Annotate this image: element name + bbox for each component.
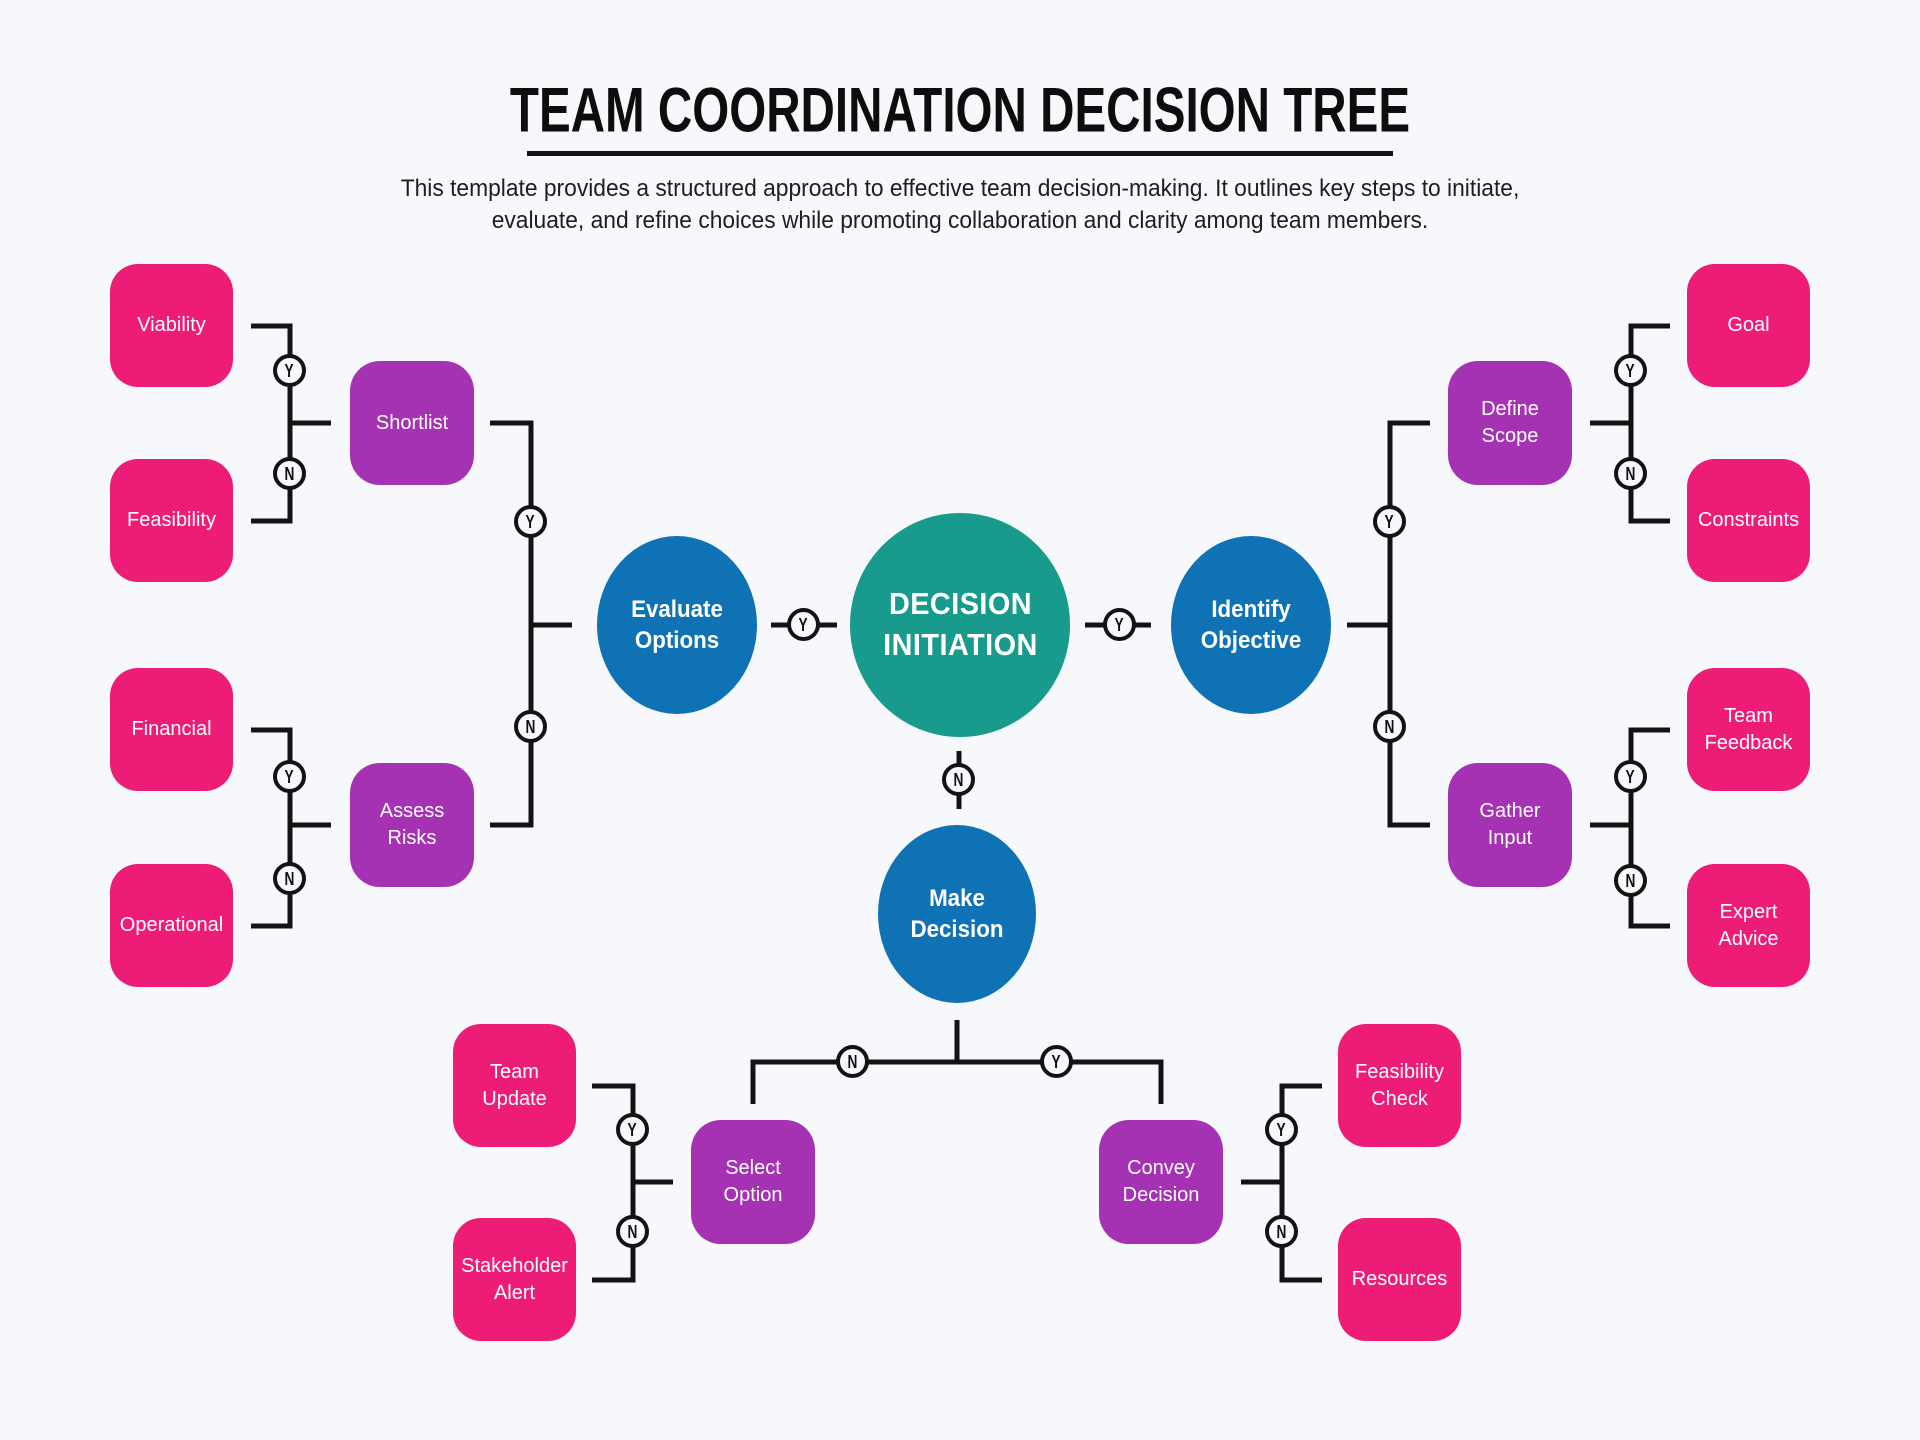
node-make-decision: Make Decision [878, 825, 1036, 1003]
node-shortlist: Shortlist [350, 361, 474, 485]
node-identify-objective: Identify Objective [1171, 536, 1331, 714]
edge-feasibilitycheck-resources [1279, 1083, 1322, 1283]
page-title: TEAM COORDINATION DECISION TREE [509, 75, 1411, 146]
node-assess-risks-label: Assess Risks [379, 800, 445, 849]
connector-make-select-option-no: N [836, 1045, 869, 1078]
connector-gather-expert-advice-no: N [1614, 864, 1647, 897]
subtitle-line-1: This template provides a structured appr… [400, 175, 1520, 202]
connector-identify-gather-input-no: N [1373, 710, 1406, 743]
connector-convey-feasibility-check-yes: Y [1265, 1113, 1298, 1146]
node-financial: Financial [110, 668, 233, 791]
connector-shortlist-feasibility-no: N [273, 457, 306, 490]
node-gather-input-label: Gather Input [1479, 800, 1541, 849]
node-decision-initiation: DECISION INITIATION [850, 513, 1070, 737]
connector-make-convey-decision-yes: Y [1040, 1045, 1073, 1078]
connector-identify-define-scope-yes: Y [1373, 505, 1406, 538]
node-make-decision-label: Make Decision [910, 884, 1004, 943]
node-feasibility-check-label: Feasibility Check [1355, 1060, 1444, 1110]
node-goal: Goal [1687, 264, 1810, 387]
connector-assess-financial-yes: Y [273, 760, 306, 793]
node-viability-label: Viability [137, 314, 206, 336]
node-evaluate-options: Evaluate Options [597, 536, 757, 714]
title-underline [527, 151, 1393, 156]
connector-define-constraints-no: N [1614, 457, 1647, 490]
connector-define-goal-yes: Y [1614, 354, 1647, 387]
connector-select-team-update-yes: Y [616, 1113, 649, 1146]
node-shortlist-label: Shortlist [375, 411, 449, 434]
node-team-feedback: Team Feedback [1687, 668, 1810, 791]
connector-evaluate-shortlist-yes: Y [514, 505, 547, 538]
subtitle-line-2: evaluate, and refine choices while promo… [491, 207, 1429, 235]
edge-bottom-branch [750, 1059, 1164, 1104]
node-team-update-label: Team Update [482, 1060, 547, 1110]
connector-gather-team-feedback-yes: Y [1614, 760, 1647, 793]
node-define-scope-label: Define Scope [1481, 398, 1539, 447]
node-feasibility: Feasibility [110, 459, 233, 582]
node-financial-label: Financial [131, 718, 212, 740]
connector-initiation-identify-yes: Y [1103, 608, 1136, 641]
edge-goal-constraints [1628, 323, 1670, 524]
node-stakeholder-alert: Stakeholder Alert [453, 1218, 576, 1341]
node-stakeholder-alert-label: Stakeholder Alert [461, 1254, 568, 1304]
node-resources-label: Resources [1351, 1268, 1448, 1290]
node-expert-advice: Expert Advice [1687, 864, 1810, 987]
edge-teamfeedback-expertadvice [1628, 727, 1670, 929]
node-assess-risks: Assess Risks [350, 763, 474, 887]
node-expert-advice-label: Expert Advice [1718, 900, 1779, 950]
node-convey-decision-label: Convey Decision [1122, 1157, 1200, 1206]
header: TEAM COORDINATION DECISION TREE This tem… [0, 75, 1920, 237]
node-select-option-label: Select Option [723, 1157, 783, 1206]
node-resources: Resources [1338, 1218, 1461, 1341]
node-evaluate-options-label: Evaluate Options [631, 595, 723, 654]
node-decision-initiation-label: DECISION INITIATION [882, 586, 1038, 662]
node-operational: Operational [110, 864, 233, 987]
connector-convey-resources-no: N [1265, 1215, 1298, 1248]
edge-financial-operational [251, 727, 293, 929]
connector-assess-operational-no: N [273, 862, 306, 895]
connector-initiation-make-decision-no: N [942, 763, 975, 796]
node-constraints: Constraints [1687, 459, 1810, 582]
node-define-scope: Define Scope [1448, 361, 1572, 485]
node-convey-decision: Convey Decision [1099, 1120, 1223, 1244]
node-goal-label: Goal [1727, 314, 1770, 336]
connector-shortlist-viability-yes: Y [273, 354, 306, 387]
connector-select-stakeholder-alert-no: N [616, 1215, 649, 1248]
node-constraints-label: Constraints [1697, 509, 1800, 531]
connector-initiation-evaluate-yes: Y [787, 608, 820, 641]
node-viability: Viability [110, 264, 233, 387]
node-identify-objective-label: Identify Objective [1200, 595, 1302, 654]
node-team-update: Team Update [453, 1024, 576, 1147]
node-team-feedback-label: Team Feedback [1704, 704, 1793, 754]
node-select-option: Select Option [691, 1120, 815, 1244]
node-feasibility-check: Feasibility Check [1338, 1024, 1461, 1147]
connector-evaluate-assess-risks-no: N [514, 710, 547, 743]
node-feasibility-label: Feasibility [127, 509, 216, 531]
edge-shortlist-assess-risks [490, 420, 534, 828]
edge-define-gather [1387, 420, 1430, 828]
node-gather-input: Gather Input [1448, 763, 1572, 887]
page-subtitle: This template provides a structured appr… [48, 173, 1872, 237]
node-operational-label: Operational [119, 914, 224, 936]
